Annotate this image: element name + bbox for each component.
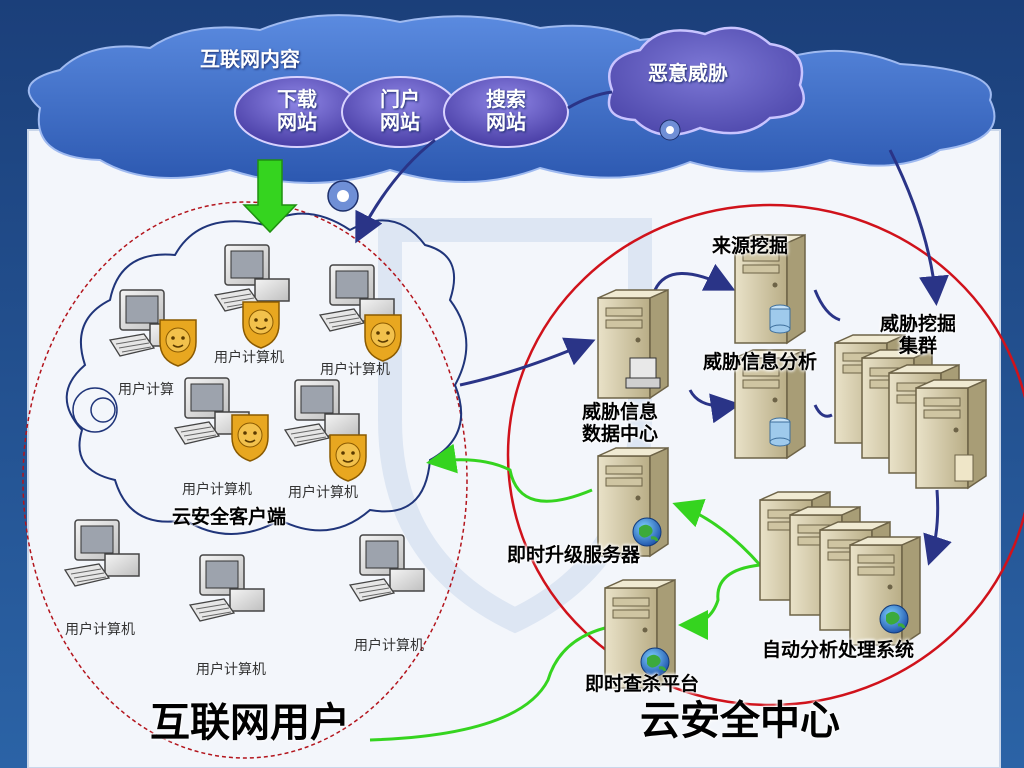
scan-to-user-arrow (369, 626, 606, 742)
cloud-security-center-title: 云安全中心 (640, 698, 840, 744)
scan-platform-label: 即时查杀平台 (585, 673, 700, 695)
download-arrow-icon (242, 159, 298, 234)
threat-eye-icon (327, 180, 359, 212)
search-site-label: 搜索 网站 (486, 87, 526, 134)
cloud-security-center-boundary (506, 203, 1024, 707)
client-to-datacenter-arrow (459, 337, 596, 387)
cloud-swirl (72, 387, 118, 433)
threat-mining-cluster (834, 334, 987, 489)
computer-label: 用户计算机 (288, 485, 358, 501)
analysis-to-scan-arrow (678, 563, 761, 640)
threat-mining-cluster-label: 威胁挖掘 集群 (880, 313, 957, 357)
datacenter-to-source-arrow (653, 263, 736, 291)
computer-label: 用户计算 (118, 382, 174, 398)
analysis-to-upgrade-arrow (672, 498, 762, 566)
computer-label: 用户计算机 (354, 638, 424, 654)
internet-content-title: 互联网内容 (200, 47, 300, 71)
download-site-label: 下载 网站 (277, 87, 317, 134)
computer-label: 用户计算机 (196, 662, 266, 678)
cluster-to-auto-analysis-arrow (923, 489, 952, 566)
search-site-bubble[interactable] (443, 76, 569, 148)
globe-icon (878, 603, 910, 635)
lion-shield-icon (329, 434, 367, 482)
threat-data-center-label: 威胁信息 数据中心 (582, 401, 659, 445)
threat-eye-icon (659, 119, 681, 141)
user-zone-boundary (22, 201, 468, 759)
computer-label: 用户计算机 (214, 350, 284, 366)
lion-shield-icon (159, 319, 197, 367)
computer-label: 用户计算机 (182, 482, 252, 498)
threat-data-center-server (597, 289, 669, 399)
auto-analysis-label: 自动分析处理系统 (762, 639, 915, 661)
analysis-to-cluster-connector (813, 404, 833, 418)
threat-to-client-arrow (355, 138, 436, 244)
malicious-threat-cloud (607, 26, 805, 137)
datacenter-to-analysis-arrow (688, 389, 741, 424)
internet-users-title: 互联网用户 (150, 700, 350, 746)
source-to-cluster-connector (813, 289, 841, 322)
portal-site-label: 门户 网站 (380, 87, 420, 134)
globe-icon (631, 516, 663, 548)
computer-label: 用户计算机 (65, 622, 135, 638)
threat-to-cluster-arrow (888, 149, 949, 306)
source-mining-label: 来源挖掘 (712, 235, 789, 257)
computer-label: 用户计算机 (320, 362, 390, 378)
site-to-threat-connector (567, 90, 613, 110)
lion-shield-icon (242, 301, 280, 349)
upgrade-server-label: 即时升级服务器 (507, 544, 641, 566)
globe-icon (639, 646, 671, 678)
upgrade-server (597, 447, 669, 557)
lion-shield-icon (364, 314, 402, 362)
threat-analysis-label: 威胁信息分析 (703, 351, 818, 373)
scan-platform-server (604, 579, 676, 689)
malicious-threat-label: 恶意威胁 (648, 61, 728, 85)
upgrade-to-client-arrow (426, 443, 593, 503)
security-client-label: 云安全客户端 (172, 506, 287, 528)
lion-shield-icon (231, 414, 269, 462)
